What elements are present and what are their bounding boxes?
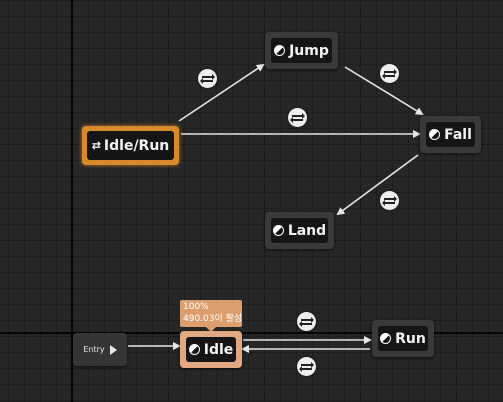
state-node-body: Idle: [186, 337, 236, 362]
state-node-body: Fall: [426, 122, 475, 147]
state-node-run[interactable]: Run: [372, 320, 434, 357]
transition-rule-icon[interactable]: [380, 191, 399, 210]
state-node-body: Run: [378, 326, 428, 351]
wire-fall-to-land[interactable]: [336, 154, 419, 216]
state-label: Land: [287, 222, 327, 239]
state-label: Idle: [203, 341, 234, 358]
state-node-body: ⇄ Idle/Run: [87, 131, 174, 160]
state-node-land[interactable]: Land: [265, 212, 334, 249]
state-node-idle[interactable]: Idle: [180, 331, 242, 368]
state-node-fall[interactable]: Fall: [420, 116, 481, 153]
state-label: Idle/Run: [103, 137, 170, 154]
active-state-tooltip: 100% 490.03이 활성: [180, 300, 243, 332]
graph-origin-vertical-axis: [71, 0, 73, 402]
state-half-circle-icon: [429, 129, 441, 140]
transition-rule-icon[interactable]: [380, 64, 399, 83]
state-node-jump[interactable]: Jump: [265, 32, 338, 69]
wire-idlerun-to-jump[interactable]: [178, 63, 265, 122]
entry-node[interactable]: Entry: [73, 333, 127, 366]
transition-rule-icon[interactable]: [297, 357, 316, 376]
state-half-circle-icon: [188, 344, 200, 355]
tooltip-percent: 100%: [183, 302, 209, 312]
play-arrow-icon: [109, 344, 117, 355]
state-node-body: Jump: [271, 38, 332, 63]
wire-jump-to-fall[interactable]: [344, 66, 424, 116]
transition-rule-icon[interactable]: [288, 108, 307, 127]
graph-origin-horizontal-axis: [0, 332, 503, 334]
transition-rule-icon[interactable]: [297, 312, 316, 331]
state-half-circle-icon: [380, 333, 392, 344]
state-label: Jump: [289, 42, 329, 59]
state-label: Run: [395, 330, 426, 347]
transition-rule-icon[interactable]: [198, 69, 217, 88]
conduit-arrows-icon: ⇄: [91, 139, 101, 152]
state-node-idle-run[interactable]: ⇄ Idle/Run: [82, 126, 179, 165]
tooltip-active-time: 490.03이 활성: [183, 314, 243, 324]
state-label: Fall: [444, 126, 472, 143]
state-half-circle-icon: [274, 45, 286, 56]
entry-label: Entry: [83, 345, 105, 354]
state-node-body: Land: [271, 218, 328, 243]
state-half-circle-icon: [272, 225, 284, 236]
